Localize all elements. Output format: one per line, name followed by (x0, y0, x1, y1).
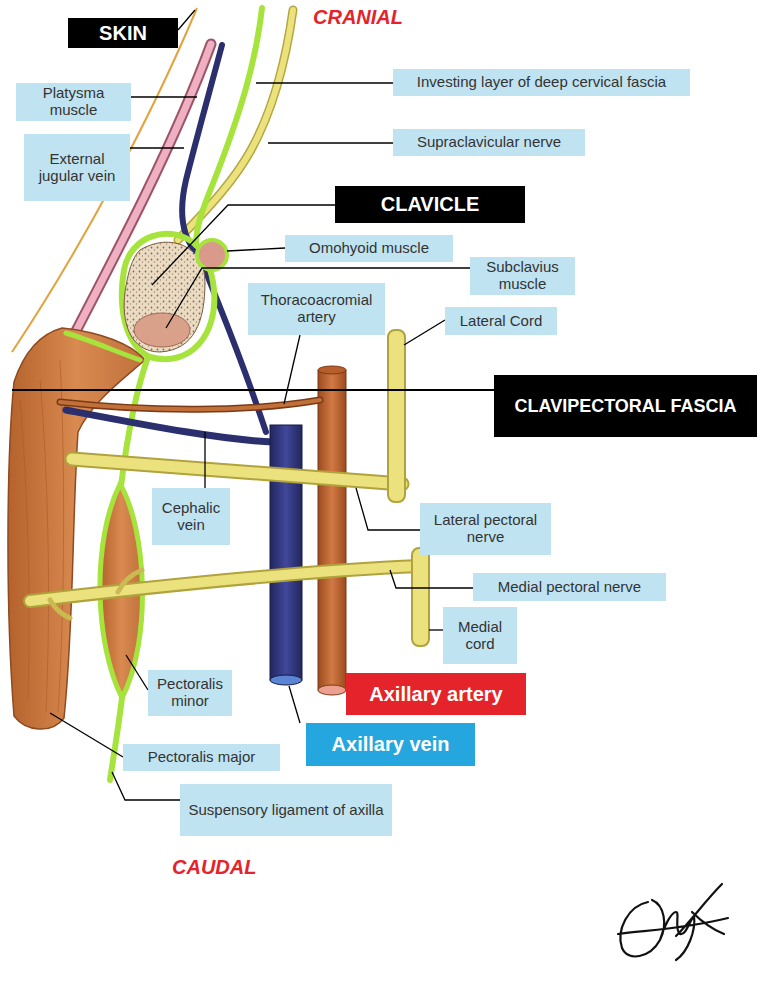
callout-box: Pectoralis minor (148, 670, 232, 716)
fascia-branch (66, 333, 140, 360)
clavicle-bone (124, 242, 205, 352)
leader-line (130, 147, 184, 148)
callout-box: Suspensory ligament of axilla (180, 784, 392, 836)
callout-box: Lateral pectoral nerve (420, 503, 551, 555)
callout-text: Lateral pectoral nerve (425, 512, 546, 546)
lateral-cord (388, 330, 405, 502)
callout-text: Pectoralis major (148, 749, 256, 766)
lateral-pectoral-nerve (72, 459, 402, 484)
nerve-branch (50, 600, 70, 618)
callout-box: Thoracoacromial artery (248, 283, 385, 335)
callout-text: Subclavius muscle (475, 259, 570, 293)
callout-text: Axillary vein (332, 733, 450, 756)
callout-text: External jugular vein (29, 151, 125, 185)
callout-box: Platysma muscle (16, 83, 131, 121)
callout-box: Pectoralis major (123, 744, 280, 771)
leader-line (268, 142, 393, 143)
callout-text: Supraclavicular nerve (417, 134, 561, 151)
leader-line (126, 655, 148, 690)
callout-box: Medial pectoral nerve (473, 573, 666, 601)
callout-text: Omohyoid muscle (309, 240, 429, 257)
lateral-pectoral-nerve-outline (72, 459, 402, 484)
callout-text: Suspensory ligament of axilla (188, 802, 383, 819)
callout-text: Lateral Cord (460, 313, 543, 330)
callout-box: Axillary vein (306, 723, 475, 766)
axillary-artery (318, 370, 346, 690)
direction-label: CRANIAL (313, 6, 403, 29)
thoracoacromial-artery (60, 400, 320, 409)
vein-lumen (270, 675, 302, 685)
callout-box: CLAVICLE (335, 186, 525, 223)
callout-text: CLAVICLE (381, 193, 480, 216)
leader-line (178, 10, 195, 30)
omohyoid-muscle (197, 240, 227, 270)
fascia-pointer (12, 389, 494, 391)
leader-line (204, 432, 205, 488)
artery-lumen (318, 685, 346, 695)
leader-line (284, 335, 300, 404)
subclavius-muscle (134, 313, 190, 347)
callout-box: External jugular vein (24, 134, 130, 201)
callout-box: Subclavius muscle (470, 257, 575, 295)
artery-top (318, 366, 346, 374)
leader-line (131, 96, 197, 97)
callout-box: Supraclavicular nerve (393, 129, 585, 156)
leader-line (112, 772, 180, 800)
callout-text: Pectoralis minor (153, 676, 227, 710)
nerve-branch (118, 570, 142, 592)
callout-box: Axillary artery (346, 673, 526, 715)
callout-box: CLAVIPECTORAL FASCIA (494, 375, 757, 437)
callout-box: Omohyoid muscle (285, 235, 453, 262)
cephalic-vein (66, 410, 274, 442)
callout-box: Medial cord (443, 607, 517, 664)
direction-label: CAUDAL (172, 856, 256, 879)
callout-box: Cephalic vein (152, 488, 230, 545)
callout-text: CLAVIPECTORAL FASCIA (514, 396, 736, 417)
leader-line (289, 686, 300, 723)
callout-box: Lateral Cord (445, 307, 557, 335)
callout-text: Medial pectoral nerve (498, 579, 641, 596)
thoracoacromial-artery-outline (60, 400, 320, 409)
leader-line (390, 570, 473, 588)
pectoralis-major (8, 328, 145, 729)
leader-line (429, 629, 443, 630)
leader-line (256, 82, 393, 83)
leader-line (227, 248, 285, 251)
callout-text: Thoracoacromial artery (253, 292, 380, 326)
callout-text: SKIN (99, 22, 147, 45)
callout-text: Axillary artery (369, 683, 502, 706)
investing-fascia (196, 8, 262, 245)
leader-line (50, 713, 123, 757)
suspensory-ligament (110, 698, 122, 780)
axillary-vein (270, 425, 302, 680)
callout-box: SKIN (68, 18, 178, 48)
callout-text: Platysma muscle (21, 85, 126, 119)
callout-text: Investing layer of deep cervical fascia (417, 74, 666, 91)
callout-box: Investing layer of deep cervical fascia (393, 69, 690, 96)
medial-pectoral-nerve (30, 566, 420, 601)
medial-cord (412, 548, 429, 646)
medial-pectoral-nerve-outline (30, 566, 420, 601)
signature (618, 884, 728, 960)
leader-line (166, 268, 470, 328)
callout-text: Medial cord (448, 619, 512, 653)
leader-line (404, 320, 445, 345)
callout-text: Cephalic vein (157, 500, 225, 534)
muscle-fibres (20, 360, 64, 712)
leader-line (356, 488, 420, 530)
